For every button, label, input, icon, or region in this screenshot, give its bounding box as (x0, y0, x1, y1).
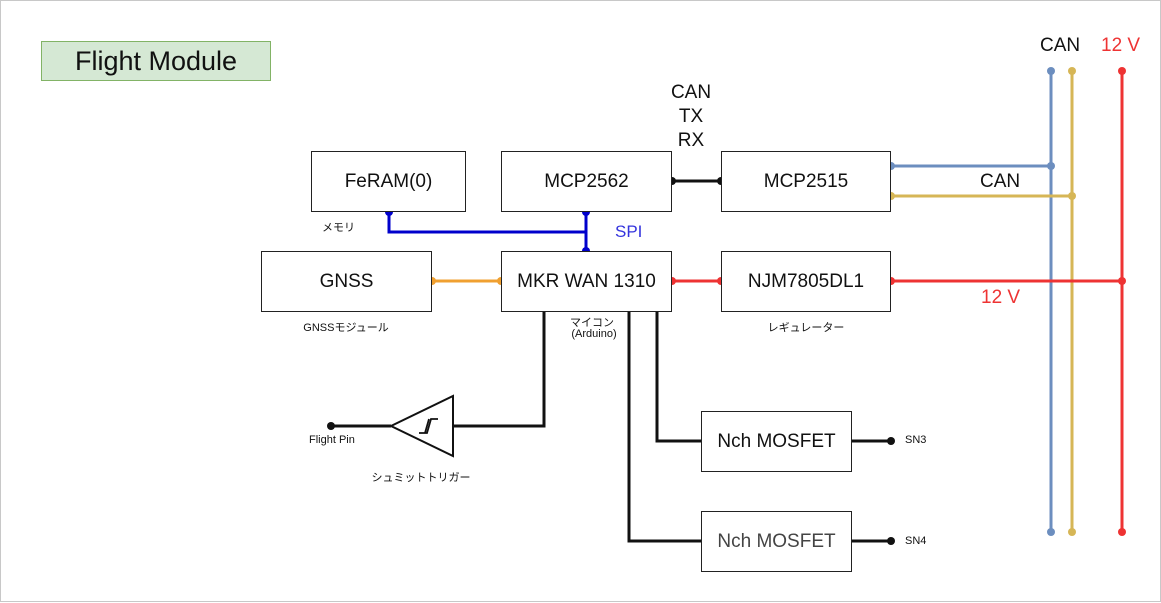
can-tx-rx-label-rx: RX (677, 130, 705, 151)
flight-pin-dot (327, 422, 335, 430)
spi-label: SPI (615, 222, 643, 241)
can-blue-junction (1047, 162, 1055, 170)
can-yellow-junction (1068, 192, 1076, 200)
mcu-caption-line2: (Arduino) (571, 328, 617, 340)
diagram-title: Flight Module (41, 41, 271, 81)
v12-line-label: 12 V (981, 287, 1021, 308)
mkr-schmitt-wire (453, 311, 546, 428)
flight-pin-label: Flight Pin (309, 434, 355, 446)
can-yellow-top-dot (1068, 67, 1076, 75)
schmitt-trigger-buffer-icon (388, 394, 454, 458)
can-line-label: CAN (980, 171, 1021, 192)
regulator-caption: レギュレーター (767, 322, 845, 334)
mkr-wan-block: MKR WAN 1310 (501, 251, 672, 312)
mcp2515-block: MCP2515 (721, 151, 891, 212)
sn3-label: SN3 (905, 434, 927, 446)
mcu-caption-line1: マイコン (570, 317, 614, 329)
sn4-dot (887, 537, 895, 545)
gnss-module-caption: GNSSモジュール (303, 322, 389, 334)
sn3-dot (887, 437, 895, 445)
schmitt-caption: シュミットトリガー (371, 472, 471, 484)
mosfet-sn3-block: Nch MOSFET (701, 411, 852, 472)
mkr-mosfet1-wire (655, 311, 701, 443)
power-junction (1118, 277, 1126, 285)
mkr-mosfet2-wire (627, 311, 701, 543)
njm7805-block: NJM7805DL1 (721, 251, 891, 312)
can-blue-top-dot (1047, 67, 1055, 75)
gnss-block: GNSS (261, 251, 432, 312)
can-blue-bottom-dot (1047, 528, 1055, 536)
can-tx-rx-label-can: CAN (670, 82, 712, 103)
can-bus-top-label: CAN (1040, 35, 1081, 56)
memory-caption: メモリ (322, 222, 355, 234)
mcp2562-block: MCP2562 (501, 151, 672, 212)
can-yellow-bottom-dot (1068, 528, 1076, 536)
sn4-label: SN4 (905, 535, 927, 547)
mosfet-sn4-block: Nch MOSFET (701, 511, 852, 572)
power-top-dot (1118, 67, 1126, 75)
feram-block: FeRAM(0) (311, 151, 466, 212)
can-tx-rx-label-tx: TX (678, 106, 704, 127)
v12-bus-top-label: 12 V (1101, 35, 1141, 56)
spi-wire (387, 212, 586, 234)
power-bottom-dot (1118, 528, 1126, 536)
